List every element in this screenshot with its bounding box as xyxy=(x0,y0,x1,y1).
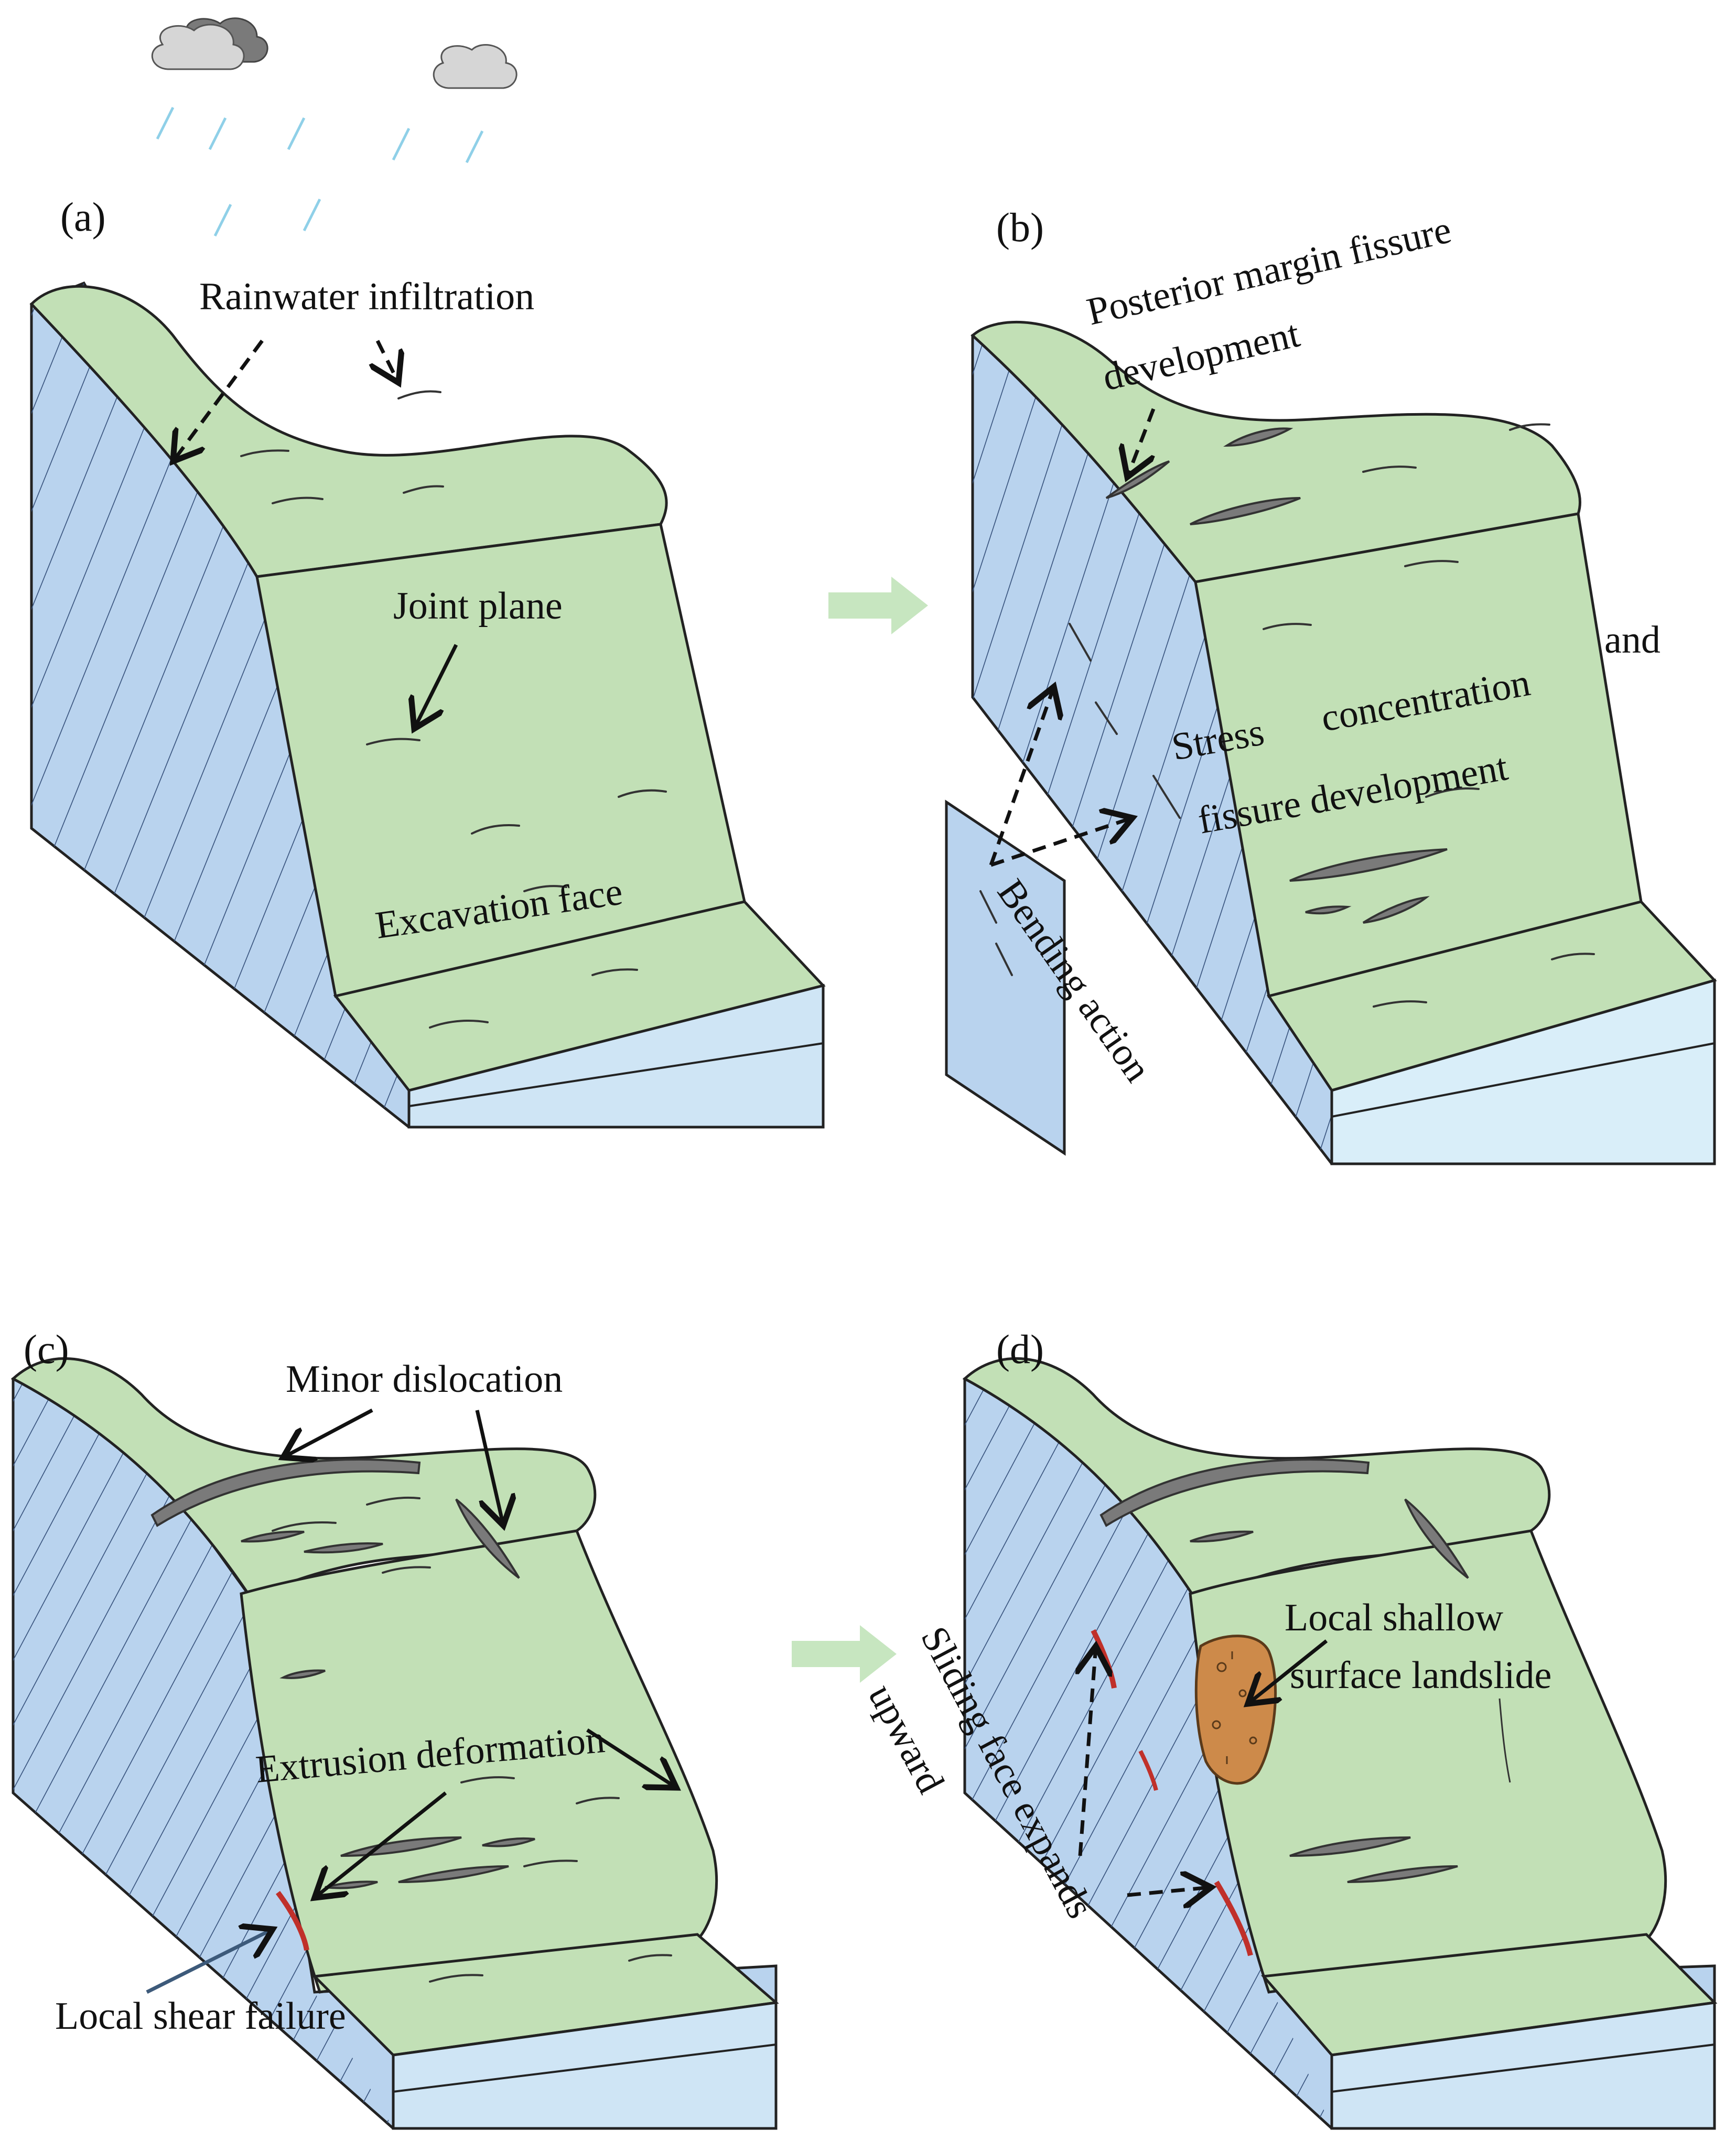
panel-c: (c) Minor dislocation Extrusion deformat… xyxy=(10,1326,779,2130)
extrusion-arrow xyxy=(315,1791,447,1898)
arc-dislocation xyxy=(150,1458,421,1527)
label-joint-plane: Joint plane xyxy=(393,585,563,628)
label-surface-landslide: surface landslide xyxy=(1290,1654,1551,1697)
bending-arrow xyxy=(989,687,1054,866)
slope-top-surface xyxy=(971,320,1581,583)
label-posterior-fissure: Posterior margin fissure xyxy=(1083,208,1455,334)
slope-top-surface xyxy=(10,1357,597,1601)
landslide-mass xyxy=(1194,1635,1277,1785)
fissures xyxy=(1099,1458,1469,1883)
panel-a: (a) Rainwater infiltration Joint plane E… xyxy=(29,194,826,1129)
panel-tag: (b) xyxy=(996,204,1044,250)
panel-b: (b) Posterior margin fissure development… xyxy=(945,204,1717,1165)
posterior-fissure-arrow xyxy=(1127,408,1156,477)
rainwater-arrow xyxy=(378,340,398,383)
label-upward: upward xyxy=(860,1677,953,1800)
label-local-shear-failure: Local shear failure xyxy=(55,1995,346,2038)
panel-tag: (c) xyxy=(24,1326,69,1372)
cloud-icon xyxy=(151,17,517,89)
panel-tag: (a) xyxy=(60,194,106,240)
joint-planes xyxy=(240,390,667,1029)
label-minor-dislocation: Minor dislocation xyxy=(286,1358,563,1401)
label-posterior-fissure-2: development xyxy=(1098,312,1303,399)
transition-arrow-icon xyxy=(792,1625,897,1683)
transition-arrow-icon xyxy=(828,577,928,634)
base-layer xyxy=(392,2001,778,2130)
base-layer xyxy=(1330,2001,1716,2130)
slope-top-surface xyxy=(29,285,668,578)
bending-arrow xyxy=(990,818,1133,867)
landslide-arrow xyxy=(1248,1639,1328,1704)
rain-icon xyxy=(156,106,484,237)
extrusion-arrow xyxy=(586,1728,676,1788)
shear-failure-arrow xyxy=(146,1929,273,1994)
base-layer xyxy=(1330,978,1716,1165)
sliding-face-arrow xyxy=(1127,1887,1211,1895)
joint-planes xyxy=(272,1496,672,1983)
crack-line xyxy=(1498,1698,1511,1783)
shear-failure-mark xyxy=(1138,1750,1158,1791)
base-layer xyxy=(407,983,825,1129)
excavation-face xyxy=(240,1529,718,1994)
label-and: and xyxy=(1604,619,1660,662)
rainwater-arrow xyxy=(173,339,264,461)
rock-bedding-hatch xyxy=(965,1363,1332,2128)
minor-dislocation-arrow xyxy=(283,1408,373,1457)
rock-bedding-hatch xyxy=(13,1363,393,2128)
sliding-face-arrow xyxy=(1080,1646,1096,1856)
excavation-face xyxy=(1189,1529,1667,1994)
label-local-shallow: Local shallow xyxy=(1285,1596,1504,1639)
minor-dislocation-arrow xyxy=(475,1410,503,1526)
label-rainwater-infiltration: Rainwater infiltration xyxy=(199,275,534,318)
joint-plane-arrow xyxy=(414,644,458,729)
shear-failure-mark xyxy=(1214,1880,1253,1956)
shear-failure-mark xyxy=(275,1891,309,1951)
panel-d: (d) Local shallow surface landslide Slid… xyxy=(860,1326,1718,2130)
panel-tag: (d) xyxy=(996,1326,1044,1372)
